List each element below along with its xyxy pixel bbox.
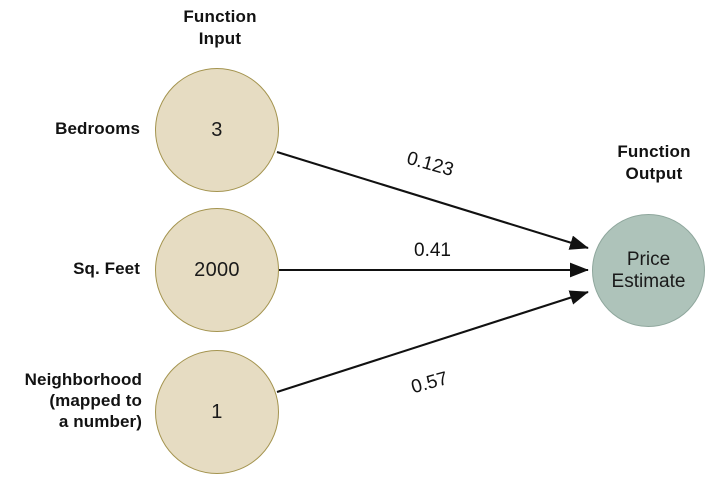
output-node-label: Price Estimate — [611, 248, 686, 292]
input-node-neighborhood[interactable]: 1 — [155, 350, 279, 474]
feature-label-sq-feet: Sq. Feet — [73, 259, 140, 278]
edge-bedrooms-to-output — [276, 150, 589, 250]
feature-label-neighborhood: Neighborhood (mapped to a number) — [24, 370, 142, 431]
input-node-sq-feet[interactable]: 2000 — [155, 208, 279, 332]
input-node-sq-feet-value: 2000 — [194, 258, 240, 281]
output-node-price-estimate[interactable]: Price Estimate — [592, 214, 705, 327]
input-node-bedrooms-value: 3 — [211, 118, 223, 141]
function-input-heading: Function Input — [183, 7, 257, 48]
edge-neighborhood-to-output — [276, 290, 589, 393]
edge-weight-sq-feet: 0.41 — [414, 240, 451, 261]
input-node-bedrooms[interactable]: 3 — [155, 68, 279, 192]
feature-label-bedrooms: Bedrooms — [55, 119, 140, 138]
input-node-neighborhood-value: 1 — [211, 400, 223, 423]
function-output-heading: Function Output — [617, 142, 691, 183]
